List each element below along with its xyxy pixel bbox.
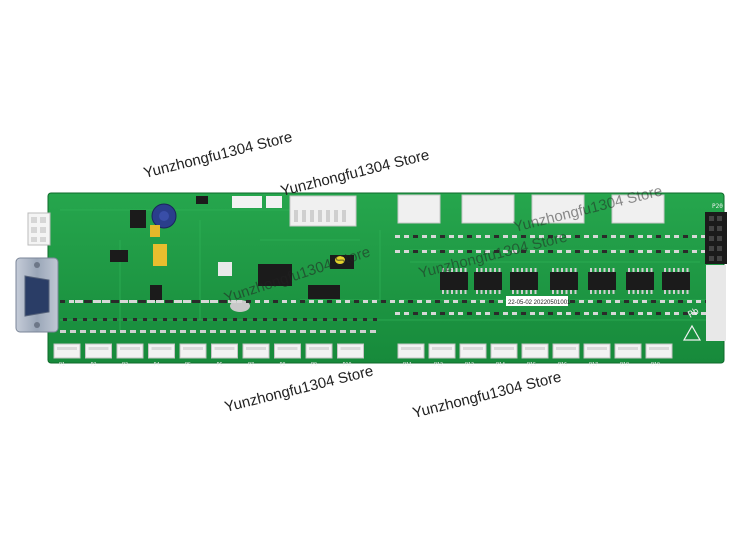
connector-label: P18 — [620, 362, 629, 368]
connector-p1 — [53, 343, 81, 359]
connector-p13 — [459, 343, 487, 359]
date-label-sticker — [506, 296, 568, 306]
ic-chip — [626, 272, 654, 290]
connector-label: P15 — [527, 362, 536, 368]
ic-chip — [474, 272, 502, 290]
ic-chip — [550, 272, 578, 290]
connector-p7 — [242, 343, 270, 359]
connector-label: P16 — [558, 362, 567, 368]
connector-p14 — [490, 343, 518, 359]
connector-label: P19 — [651, 362, 660, 368]
watermark-6: Yunzhongfu1304 Store — [223, 362, 375, 415]
ic-chip — [662, 272, 690, 290]
connector-label: P8 — [280, 362, 286, 368]
connector-p12 — [428, 343, 456, 359]
ic-chip — [440, 272, 468, 290]
connector-label: P13 — [465, 362, 474, 368]
ic-chip — [588, 272, 616, 290]
watermark-7: Yunzhongfu1304 Store — [411, 368, 563, 421]
connector-p16 — [552, 343, 580, 359]
connector-p18 — [614, 343, 642, 359]
connector-label: P7 — [248, 362, 254, 368]
connector-p2 — [85, 343, 112, 359]
connector-p9 — [305, 343, 333, 359]
connector-p17 — [583, 343, 611, 359]
connector-p4 — [148, 343, 175, 359]
left-components — [110, 195, 357, 312]
connector-p3 — [116, 343, 144, 359]
connector-p5 — [179, 343, 207, 359]
connector-label: P4 — [154, 362, 160, 368]
db9-serial-port — [15, 257, 59, 333]
ic-row — [440, 268, 690, 294]
connector-p10 — [337, 343, 364, 359]
smd-components — [60, 235, 724, 333]
connector-label: P5 — [185, 362, 191, 368]
connector-label: P3 — [122, 362, 128, 368]
connector-p15 — [521, 343, 549, 359]
header-label: P20 — [712, 203, 723, 210]
connector-label: P6 — [217, 362, 223, 368]
pb-mark: Pb — [682, 307, 702, 341]
watermark-1: Yunzhongfu1304 Store — [142, 128, 294, 181]
ic-chip — [510, 272, 538, 290]
top-connectors — [397, 194, 665, 224]
connector-p11 — [397, 343, 425, 359]
connector-label: P17 — [589, 362, 598, 368]
connector-p19 — [645, 343, 673, 359]
connector-label: P11 — [403, 362, 412, 368]
pin-header: P20 — [705, 203, 727, 341]
connector-label: P10 — [343, 362, 352, 368]
connector-p6 — [211, 343, 238, 359]
connector-label: P2 — [91, 362, 97, 368]
bottom-connectors: P1 P2 P3 P4 P5 P6 P7 P8 P9 P10 P11 P12 P13 P14 P15 P16 P… — [53, 343, 673, 368]
connector-label: P12 — [434, 362, 443, 368]
connector-p8 — [274, 343, 301, 359]
connector-label: P9 — [311, 362, 317, 368]
watermark-2: Yunzhongfu1304 Store — [279, 146, 431, 199]
connector-label: P14 — [496, 362, 505, 368]
connector-label: P1 — [59, 362, 65, 368]
svg-text:Pb: Pb — [687, 307, 701, 321]
date-code: 22-05-02 20220501001 — [508, 300, 571, 306]
